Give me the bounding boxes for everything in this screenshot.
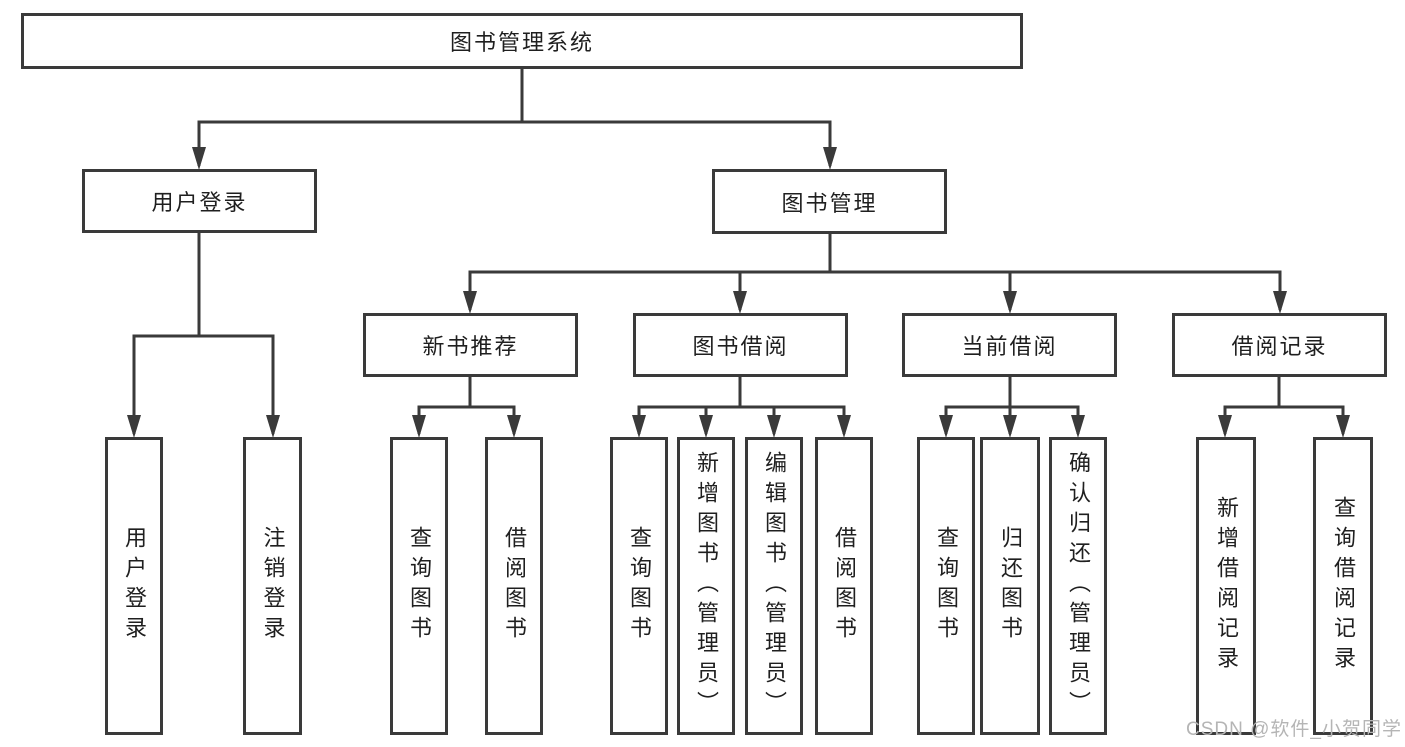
- node-borrow-records: 借阅记录: [1172, 313, 1387, 377]
- leaf-return-book: 归还图书: [980, 437, 1040, 735]
- node-book-borrow: 图书借阅: [633, 313, 848, 377]
- node-current-borrow: 当前借阅: [902, 313, 1117, 377]
- node-book-management: 图书管理: [712, 169, 947, 234]
- arrowheads: [127, 147, 1350, 438]
- leaf-edit-book-admin: 编辑图书（管理员）: [745, 437, 803, 735]
- leaf-query-borrow-record: 查询借阅记录: [1313, 437, 1373, 735]
- leaf-borrow-borrow-books: 借阅图书: [815, 437, 873, 735]
- node-new-book-recommend: 新书推荐: [363, 313, 578, 377]
- leaf-recommend-query-books: 查询图书: [390, 437, 448, 735]
- leaf-logout: 注销登录: [243, 437, 302, 735]
- leaf-recommend-borrow-books: 借阅图书: [485, 437, 543, 735]
- leaf-current-query-books: 查询图书: [917, 437, 975, 735]
- leaf-user-login: 用户登录: [105, 437, 163, 735]
- node-root-title: 图书管理系统: [21, 13, 1023, 69]
- leaf-confirm-return-admin: 确认归还（管理员）: [1049, 437, 1107, 735]
- leaf-borrow-query-books: 查询图书: [610, 437, 668, 735]
- leaf-add-borrow-record: 新增借阅记录: [1196, 437, 1256, 735]
- node-user-login: 用户登录: [82, 169, 317, 233]
- csdn-watermark: CSDN @软件_小贺同学: [1186, 719, 1402, 740]
- leaf-add-book-admin: 新增图书（管理员）: [677, 437, 735, 735]
